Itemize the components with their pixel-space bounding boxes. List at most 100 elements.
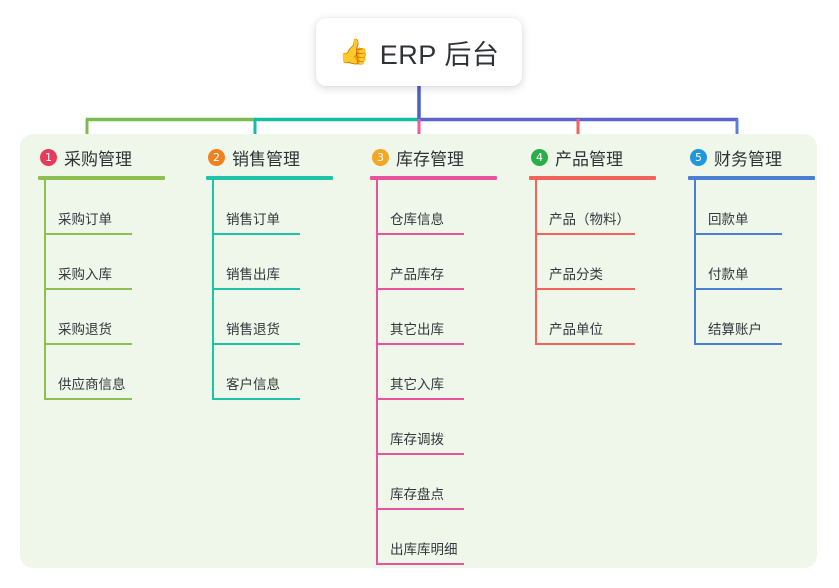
branch-item-rule [376, 343, 464, 345]
branch-item-label: 仓库信息 [390, 212, 444, 227]
branch-item-label: 回款单 [708, 212, 749, 227]
branch-item-label: 出库库明细 [390, 542, 458, 557]
branch-item-rule [44, 288, 132, 290]
branch-item[interactable]: 客户信息 [188, 345, 333, 400]
branch-header-1[interactable]: 1 采购管理 [20, 143, 165, 171]
branch-column-3: 3 库存管理仓库信息产品库存其它出库其它入库库存调拨库存盘点出库库明细 [352, 143, 497, 565]
branch-item-label: 产品单位 [549, 322, 603, 337]
branch-item-label: 付款单 [708, 267, 749, 282]
branch-spine [535, 180, 537, 345]
branch-item[interactable]: 采购入库 [20, 235, 165, 290]
branch-item-label: 其它入库 [390, 377, 444, 392]
branch-item-rule [694, 233, 782, 235]
branch-item-rule [535, 343, 635, 345]
branch-item-rule [535, 288, 635, 290]
branch-item-rule [694, 288, 782, 290]
branch-item[interactable]: 库存调拨 [352, 400, 497, 455]
branch-item[interactable]: 供应商信息 [20, 345, 165, 400]
branch-item[interactable]: 销售出库 [188, 235, 333, 290]
branch-item-label: 产品（物料） [549, 212, 630, 227]
branch-header-rule [370, 176, 497, 180]
branch-header-2[interactable]: 2 销售管理 [188, 143, 333, 171]
branch-item-list: 采购订单采购入库采购退货供应商信息 [20, 180, 165, 400]
branches-panel [20, 134, 817, 568]
branch-item[interactable]: 仓库信息 [352, 180, 497, 235]
branch-item-rule [376, 398, 464, 400]
branch-header-rule [688, 176, 815, 180]
branch-item-rule [212, 343, 300, 345]
branch-header-rule [38, 176, 165, 180]
branch-item-rule [44, 233, 132, 235]
branch-item-label: 结算账户 [708, 322, 762, 337]
branch-number-badge: 3 [372, 148, 389, 166]
branch-item-rule [212, 398, 300, 400]
branch-item[interactable]: 产品库存 [352, 235, 497, 290]
branch-header-rule [529, 176, 656, 180]
branch-item[interactable]: 产品分类 [511, 235, 656, 290]
branch-item[interactable]: 其它入库 [352, 345, 497, 400]
root-node[interactable]: 👍 ERP 后台 [316, 18, 522, 86]
branch-item-list: 仓库信息产品库存其它出库其它入库库存调拨库存盘点出库库明细 [352, 180, 497, 565]
branch-item[interactable]: 销售退货 [188, 290, 333, 345]
branch-number-badge: 1 [40, 148, 57, 166]
branch-title: 销售管理 [232, 149, 300, 169]
branch-item-rule [376, 453, 464, 455]
branch-item-label: 库存调拨 [390, 432, 444, 447]
branch-item[interactable]: 采购退货 [20, 290, 165, 345]
branch-item-rule [376, 508, 464, 510]
branch-column-1: 1 采购管理采购订单采购入库采购退货供应商信息 [20, 143, 165, 400]
branch-title: 库存管理 [396, 149, 464, 169]
branch-item-list: 回款单付款单结算账户 [670, 180, 815, 345]
branch-item[interactable]: 库存盘点 [352, 455, 497, 510]
branch-spine [376, 180, 378, 565]
branch-column-5: 5 财务管理回款单付款单结算账户 [670, 143, 815, 345]
branch-header-4[interactable]: 4 产品管理 [511, 143, 656, 171]
branch-header-5[interactable]: 5 财务管理 [670, 143, 815, 171]
branch-item-label: 产品分类 [549, 267, 603, 282]
branch-number-badge: 5 [690, 148, 707, 166]
branch-column-4: 4 产品管理产品（物料） 产品分类产品单位 [511, 143, 656, 345]
branch-item-label: 采购入库 [58, 267, 112, 282]
branch-item-label: 采购订单 [58, 212, 112, 227]
branch-item-label: 客户信息 [226, 377, 280, 392]
branch-item-label: 产品库存 [390, 267, 444, 282]
branch-item-label: 供应商信息 [58, 377, 126, 392]
branch-spine [694, 180, 696, 345]
branch-item-label: 库存盘点 [390, 487, 444, 502]
thumbs-up-icon: 👍 [338, 37, 370, 66]
branch-number-badge: 4 [531, 148, 548, 166]
branch-item[interactable]: 产品（物料） [511, 180, 656, 235]
branch-item-list: 产品（物料） 产品分类产品单位 [511, 180, 656, 345]
branch-title: 财务管理 [714, 149, 782, 169]
branch-item[interactable]: 产品单位 [511, 290, 656, 345]
branch-item[interactable]: 结算账户 [670, 290, 815, 345]
branch-item-rule [44, 343, 132, 345]
branch-number-badge: 2 [208, 148, 225, 166]
branch-item[interactable]: 采购订单 [20, 180, 165, 235]
branch-title: 产品管理 [555, 149, 623, 169]
branch-item[interactable]: 销售订单 [188, 180, 333, 235]
branch-item-label: 其它出库 [390, 322, 444, 337]
branch-item[interactable]: 出库库明细 [352, 510, 497, 565]
branch-item-rule [212, 233, 300, 235]
branch-item[interactable]: 回款单 [670, 180, 815, 235]
branch-title: 采购管理 [64, 149, 132, 169]
root-title: ERP 后台 [379, 39, 500, 70]
branch-header-rule [206, 176, 333, 180]
branch-item-label: 采购退货 [58, 322, 112, 337]
branch-item[interactable]: 付款单 [670, 235, 815, 290]
branch-item-label: 销售出库 [226, 267, 280, 282]
branch-item-rule [376, 563, 464, 565]
branch-spine [212, 180, 214, 400]
branch-item-rule [44, 398, 132, 400]
branch-item-label: 销售退货 [226, 322, 280, 337]
branch-item-rule [212, 288, 300, 290]
branch-header-3[interactable]: 3 库存管理 [352, 143, 497, 171]
branch-item-list: 销售订单销售出库销售退货客户信息 [188, 180, 333, 400]
branch-item[interactable]: 其它出库 [352, 290, 497, 345]
branch-spine [44, 180, 46, 400]
branch-item-rule [535, 233, 635, 235]
branch-item-rule [376, 288, 464, 290]
branch-item-rule [694, 343, 782, 345]
